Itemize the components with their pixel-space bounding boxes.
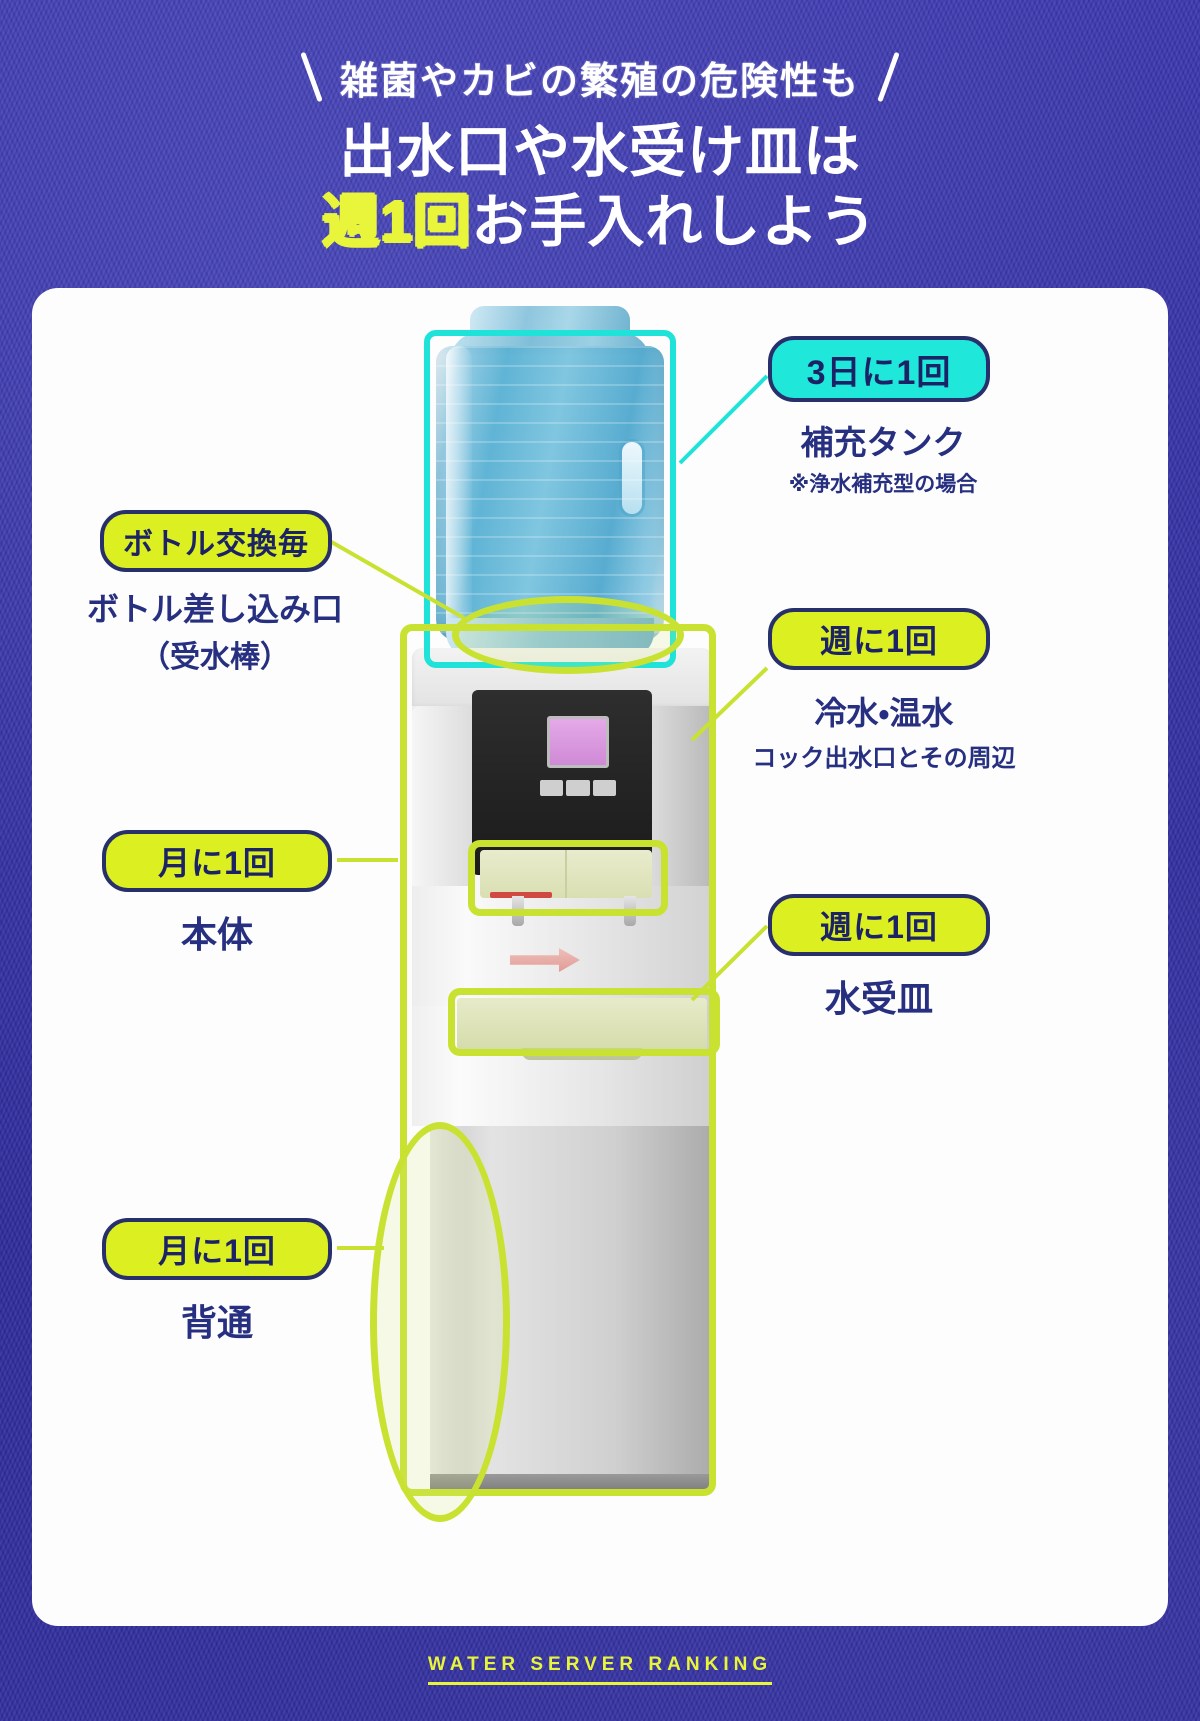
water-bottle — [436, 346, 664, 641]
headline-line-2: 週1回お手入れしよう — [0, 188, 1200, 258]
callout-chip-back-vent[interactable]: 月に1回 — [102, 1218, 332, 1280]
caption-title-back-vent: 背通 — [180, 1302, 253, 1343]
bottle-ribs — [436, 346, 664, 641]
cabinet-lower — [430, 1126, 712, 1478]
hot-water-indicator — [490, 892, 552, 898]
callout-chip-drip-tray[interactable]: 週に1回 — [768, 894, 990, 956]
callout-caption-back-vent: 背通 — [102, 1294, 332, 1346]
callout-caption-bottle-socket: ボトル差し込み口 （受水棒） — [60, 584, 370, 676]
cabinet-foot — [430, 1474, 712, 1492]
cabinet-right-shoulder — [650, 706, 712, 886]
caption-note-refill-tank: ※浄水補充型の場合 — [788, 473, 978, 496]
caption-note-cock-spout: コック出水口とその周辺 — [752, 745, 1016, 772]
callout-chip-bottle-socket[interactable]: ボトル交換毎 — [100, 510, 332, 572]
caption-title-bottle-socket: ボトル差し込み口 — [86, 591, 343, 627]
slash-left-decoration — [300, 51, 323, 103]
callout-caption-cock-spout: 冷水・温水 コック出水口とその周辺 — [728, 688, 1040, 773]
panel-buttons — [540, 780, 616, 796]
hot-water-tap — [624, 896, 636, 926]
headline-line-1: 出水口や水受け皿は — [339, 120, 861, 184]
diagram-card: 3日に1回 補充タンク ※浄水補充型の場合 ボトル交換毎 ボトル差し込み口 （受… — [32, 288, 1168, 1626]
poster-footer: WATER SERVER RANKING — [0, 1654, 1200, 1685]
display-screen — [547, 716, 609, 768]
slash-right-decoration — [877, 51, 900, 103]
caption-title-refill-tank: 補充タンク — [800, 424, 966, 461]
cold-water-tap — [512, 896, 524, 926]
spout-panel — [480, 850, 652, 898]
bottle-handle — [622, 442, 642, 514]
headline-accent: 週1回 — [322, 189, 472, 254]
caption-title-main-body: 本体 — [180, 914, 253, 955]
callout-chip-cock-spout[interactable]: 週に1回 — [768, 608, 990, 670]
kicker-row: 雑菌やカビの繁殖の危険性も — [0, 46, 1200, 108]
callout-caption-drip-tray: 水受皿 — [768, 970, 990, 1022]
brand-wordmark: WATER SERVER RANKING — [427, 1654, 773, 1685]
caption-note-bottle-socket: （受水棒） — [140, 641, 290, 674]
callout-caption-main-body: 本体 — [102, 906, 332, 958]
page-title: 出水口や水受け皿は 週1回お手入れしよう — [0, 118, 1200, 257]
callout-chip-main-body[interactable]: 月に1回 — [102, 830, 332, 892]
cabinet-left-shoulder — [412, 706, 474, 886]
headline-tail: お手入れしよう — [471, 189, 878, 254]
callout-caption-refill-tank: 補充タンク ※浄水補充型の場合 — [748, 416, 1018, 498]
drip-tray-lip — [522, 1048, 642, 1060]
poster-header: 雑菌やカビの繁殖の危険性も 出水口や水受け皿は 週1回お手入れしよう — [0, 0, 1200, 280]
water-server-illustration — [32, 288, 1168, 1626]
kicker-text: 雑菌やカビの繁殖の危険性も — [339, 60, 860, 103]
caption-title-cock-spout: 冷水・温水 — [814, 695, 954, 731]
callout-chip-refill-tank[interactable]: 3日に1回 — [768, 336, 990, 402]
drip-tray — [457, 998, 707, 1050]
caption-title-drip-tray: 水受皿 — [824, 978, 933, 1019]
